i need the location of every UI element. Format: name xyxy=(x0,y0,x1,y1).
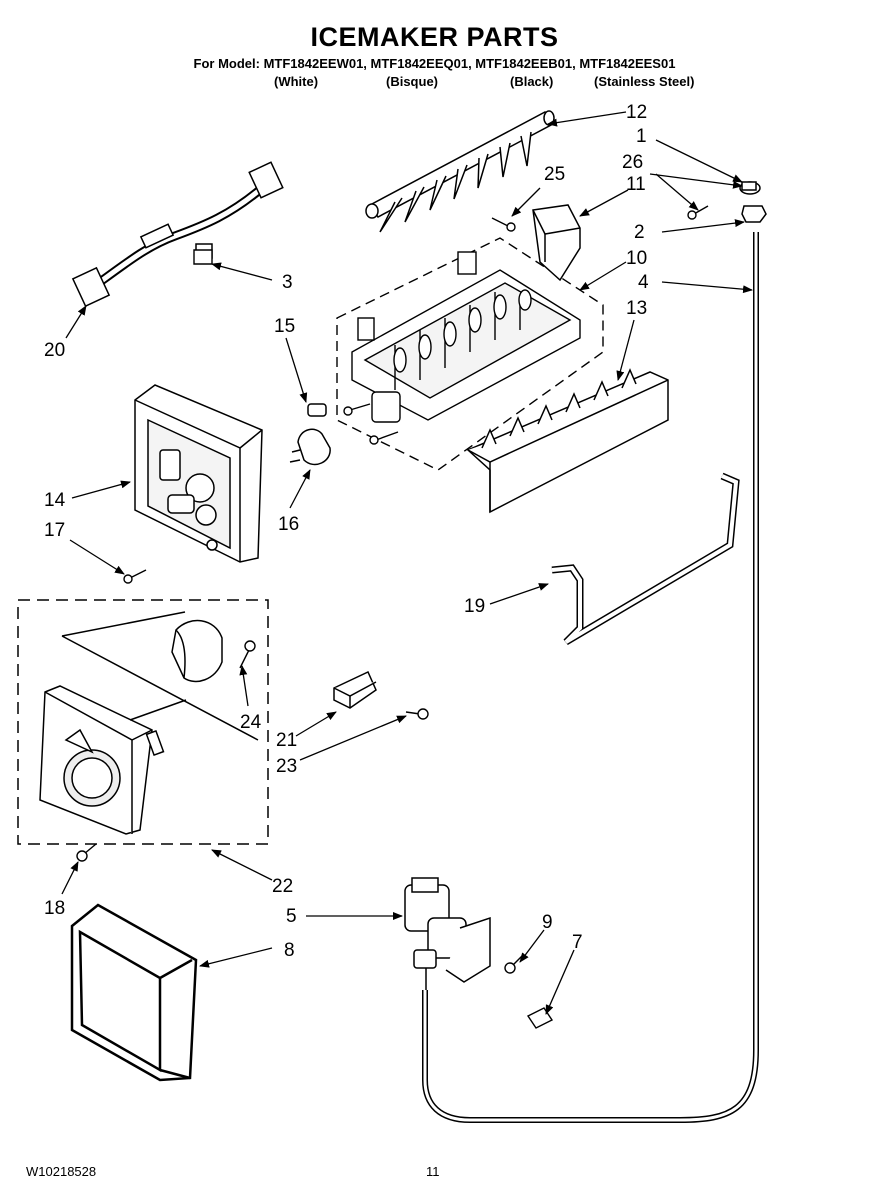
screw-24 xyxy=(239,640,256,669)
callout-23: 23 xyxy=(276,756,297,777)
part-14-control-housing xyxy=(134,384,263,563)
part-19-fill-tube xyxy=(551,472,740,646)
callout-11: 11 xyxy=(626,174,646,195)
screw-26 xyxy=(687,205,709,220)
color-stainless-steel: (Stainless Steel) xyxy=(594,74,695,89)
callout-7: 7 xyxy=(572,932,583,953)
callout-26: 26 xyxy=(622,152,643,173)
part-11-fill-cup xyxy=(532,204,581,282)
model-list: For Model: MTF1842EEW01, MTF1842EEQ01, M… xyxy=(193,56,676,71)
clip-3 xyxy=(193,249,213,265)
screw-9 xyxy=(504,955,523,974)
callout-15: 15 xyxy=(274,316,295,337)
callout-13: 13 xyxy=(626,298,647,319)
part-13-stripper xyxy=(466,368,669,514)
callout-1: 1 xyxy=(636,126,647,147)
callout-9: 9 xyxy=(542,912,553,933)
callout-10: 10 xyxy=(626,248,647,269)
color-bisque: (Bisque) xyxy=(386,74,438,89)
leader-lines xyxy=(61,111,753,1015)
color-black: (Black) xyxy=(510,74,554,89)
part-8-cover xyxy=(70,903,198,1082)
callout-20: 20 xyxy=(44,340,65,361)
callout-17: 17 xyxy=(44,520,65,541)
callout-5: 5 xyxy=(286,906,297,927)
screw-17 xyxy=(123,569,147,584)
part-4-water-tube xyxy=(422,232,759,1123)
callout-18: 18 xyxy=(44,898,65,919)
callout-24: 24 xyxy=(240,712,262,733)
callout-25: 25 xyxy=(544,164,565,185)
color-white: (White) xyxy=(274,74,319,89)
callout-21: 21 xyxy=(276,730,297,751)
callout-19: 19 xyxy=(464,596,485,617)
callout-22: 22 xyxy=(272,876,293,897)
part-12-ejector xyxy=(365,110,555,233)
callout-2: 2 xyxy=(634,222,645,243)
page-number: 11 xyxy=(426,1164,440,1179)
callout-14: 14 xyxy=(44,490,66,511)
page-title: ICEMAKER PARTS xyxy=(310,22,559,52)
screw-25 xyxy=(491,217,516,232)
part-22-motor-assembly xyxy=(17,599,269,845)
part-21-bracket xyxy=(333,670,377,709)
callout-4: 4 xyxy=(638,272,649,293)
callout-numbers: 12 1 26 25 11 2 10 4 13 3 15 20 14 16 17… xyxy=(44,102,649,961)
screw-18 xyxy=(76,843,97,862)
callout-3: 3 xyxy=(282,272,293,293)
part-20-wire-harness xyxy=(71,161,284,308)
callout-16: 16 xyxy=(278,514,299,535)
document-number: W10218528 xyxy=(26,1164,97,1179)
part-15-16-thermostat xyxy=(289,403,331,466)
callout-8: 8 xyxy=(284,940,295,961)
callout-12: 12 xyxy=(626,102,647,123)
part-10-mold xyxy=(336,237,604,471)
clip-7 xyxy=(526,1007,554,1029)
part-1-2-fittings xyxy=(739,181,767,223)
part-5-water-valve xyxy=(404,877,491,990)
screw-23 xyxy=(405,708,429,720)
